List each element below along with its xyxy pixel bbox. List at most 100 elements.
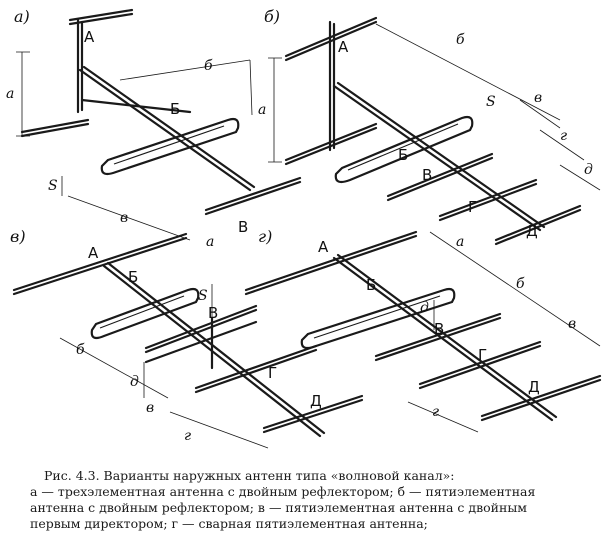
dim-b-label-g: г xyxy=(560,128,567,144)
folded-dipole-c xyxy=(90,287,200,340)
dim-c-g xyxy=(169,411,269,449)
dim-a-label-b: б xyxy=(204,58,213,74)
element-d-label-G: Г xyxy=(478,346,487,364)
director-c-2b xyxy=(194,348,318,394)
director-d-1 xyxy=(374,312,502,358)
dim-d-label-g: г xyxy=(432,404,439,420)
element-c-label-B: Б xyxy=(128,268,138,286)
folded-dipole-b-inner xyxy=(347,123,459,171)
folded-dipole-b xyxy=(334,115,474,184)
caption-title: Рис. 4.3. Варианты наружных антенн типа … xyxy=(44,468,455,483)
element-b-label-D: Д xyxy=(526,222,538,240)
caption-line-3: первым директором; г — сварная пятиэлеме… xyxy=(30,516,428,531)
reflector-b-bottom xyxy=(284,122,378,162)
dim-c-label-d: д xyxy=(130,374,139,390)
dim-d-line xyxy=(429,231,601,347)
element-d-label-V: В xyxy=(434,320,444,338)
element-a-label-A: А xyxy=(84,28,95,46)
dim-c-label-a: а xyxy=(206,234,214,250)
director-b-1b xyxy=(386,156,494,202)
panel-b-label: б) xyxy=(264,7,280,26)
folded-dipole-d-inner xyxy=(313,295,441,339)
reflector-a-bottom xyxy=(20,118,90,134)
dim-c-b xyxy=(59,337,169,399)
dim-b-b xyxy=(375,23,561,121)
folded-dipole-a-inner xyxy=(113,125,225,165)
reflector-a-top-2 xyxy=(68,12,134,26)
dim-d-label-a: а xyxy=(456,234,464,250)
reflector-d-2 xyxy=(244,234,418,296)
dim-a-b xyxy=(119,59,253,116)
support-a xyxy=(80,98,192,114)
director-b-3b xyxy=(494,208,582,246)
element-b-label-B: Б xyxy=(398,146,408,164)
dim-b-label-s: S xyxy=(486,94,496,110)
dim-b-v xyxy=(519,99,561,129)
dim-b-label-b: б xyxy=(456,32,465,48)
dim-d-label-v: в xyxy=(568,316,576,332)
element-b-label-V: В xyxy=(422,166,432,184)
director-b-2b xyxy=(438,182,538,222)
dim-b-label-v: в xyxy=(534,90,542,106)
reflector-c-2 xyxy=(12,236,188,296)
dim-d-label-d: д xyxy=(420,300,429,316)
reflector-a-top xyxy=(68,8,134,22)
element-c-label-G: Г xyxy=(268,364,277,382)
dim-b-d xyxy=(559,164,601,191)
reflector-b-bottom-2 xyxy=(284,126,378,166)
reflector-b-top-2 xyxy=(284,20,378,62)
element-d-label-D: Д xyxy=(528,378,540,396)
dim-c-label-g: г xyxy=(184,428,191,444)
dim-a-label-v: в xyxy=(120,210,128,226)
dim-a-v xyxy=(61,176,191,241)
element-c-label-A: А xyxy=(88,244,99,262)
dim-c-label-v: в xyxy=(146,400,154,416)
element-d-label-B: Б xyxy=(366,276,376,294)
director-c-1c xyxy=(144,320,258,364)
panel-a: а) А Б В а б в S xyxy=(6,7,302,241)
boom-c-2 xyxy=(106,261,326,435)
dim-c-label-b: б xyxy=(76,342,85,358)
element-b-label-G: Г xyxy=(468,198,477,216)
director-c-3 xyxy=(262,394,364,430)
folded-dipole-c-inner xyxy=(99,295,185,329)
director-d-3b xyxy=(480,378,602,422)
reflector-d xyxy=(244,230,418,292)
caption-line-2: антенна с двойным рефлектором; в — пятиэ… xyxy=(30,500,527,515)
dim-c-label-s: S xyxy=(198,288,208,304)
director-c-3b xyxy=(262,398,364,434)
dim-a-label-a: а xyxy=(6,86,14,102)
panel-c-label: в) xyxy=(10,227,26,246)
reflector-b-top xyxy=(284,16,378,58)
director-d-2 xyxy=(418,340,542,386)
director-c-1b xyxy=(144,308,258,354)
dim-b-g xyxy=(539,129,585,161)
director-d-1b xyxy=(374,316,502,362)
panel-c: в) А Б В Г Д а б д в г S xyxy=(10,227,364,449)
director-b-1 xyxy=(386,152,494,198)
director-c-1 xyxy=(144,304,258,350)
panel-d: г) А Б В Г Д а б в г д xyxy=(244,227,602,433)
dim-b-label-a: а xyxy=(258,102,266,118)
folded-dipole-a xyxy=(100,117,240,176)
panel-a-label: а) xyxy=(14,7,30,26)
panel-b: б) А Б В Г Д а б в г д S xyxy=(258,7,601,246)
dim-d-g xyxy=(407,401,479,433)
boom-a xyxy=(78,68,252,192)
dim-d-label-b: б xyxy=(516,276,525,292)
dim-b-height xyxy=(268,57,282,163)
director-a-2 xyxy=(204,180,302,216)
antenna-variants-figure: а) А Б В а б в S б) xyxy=(6,7,602,449)
figure-caption: Рис. 4.3. Варианты наружных антенн типа … xyxy=(30,468,600,532)
reflector-c xyxy=(12,232,188,292)
director-b-3 xyxy=(494,204,582,242)
panel-d-label: г) xyxy=(258,227,272,246)
director-d-2b xyxy=(418,344,542,390)
caption-line-1: а — трехэлементная антенна с двойным реф… xyxy=(30,484,536,499)
reflector-a-bottom-2 xyxy=(20,122,90,138)
boom-b xyxy=(332,84,542,232)
element-c-label-D: Д xyxy=(310,392,322,410)
element-b-label-A: А xyxy=(338,38,349,56)
director-a xyxy=(204,176,302,212)
element-a-label-V: В xyxy=(238,218,248,236)
